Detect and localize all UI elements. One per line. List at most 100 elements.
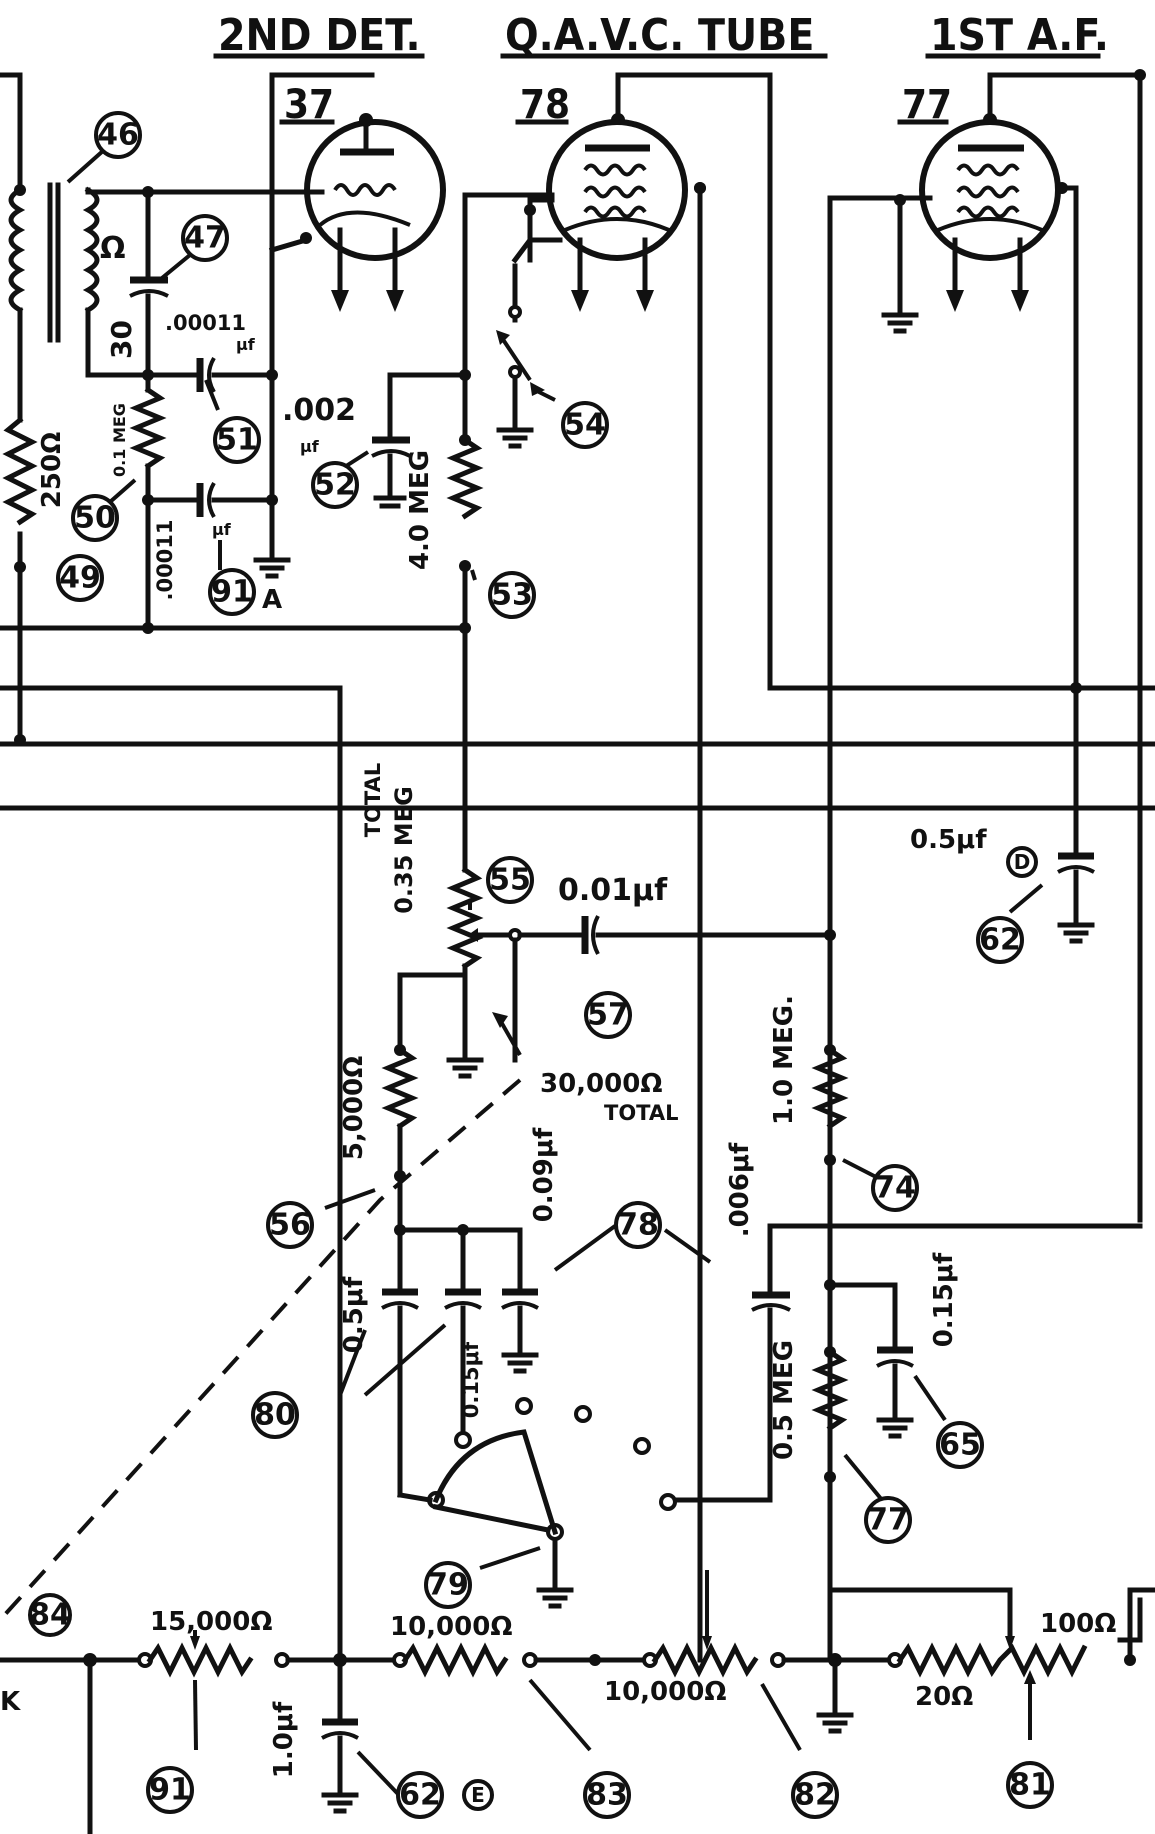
label-uf-small: μf [236, 335, 256, 354]
callout-79: 79 [424, 1561, 472, 1609]
callout-91-bottom-text: 91 [149, 1773, 191, 1808]
callout-82: 82 [791, 1771, 839, 1819]
callout-62-top-text: 62 [979, 923, 1021, 958]
bottom-resistor-chain [0, 1587, 1155, 1834]
callout-62-bottom-text: 62 [399, 1778, 441, 1813]
resistor-53: 4.0 MEG [405, 372, 484, 634]
tube-77: 77 [881, 69, 1146, 1223]
label-05uf-80: 0.5μf [339, 1276, 369, 1353]
label-05uf-d: 0.5μf [910, 825, 987, 855]
callout-84: 84 [28, 1593, 72, 1637]
label-10000-ohm-a: 10,000Ω [390, 1612, 512, 1642]
label-035-meg: 0.35 MEG [390, 786, 418, 914]
label-total-30000: TOTAL [604, 1101, 679, 1125]
label-40-meg: 4.0 MEG [405, 450, 435, 570]
switch-54 [496, 315, 556, 449]
resistor-56: 5,000Ω [339, 1044, 419, 1233]
label-015uf-80: 0.15μf [459, 1341, 483, 1418]
label-20-ohm: 20Ω [915, 1682, 973, 1712]
label-002: .002 [282, 393, 356, 428]
switch-79 [397, 1397, 651, 1609]
capacitor-62-d: 0.5μf D [910, 825, 1095, 944]
callout-53-text: 53 [491, 578, 533, 613]
callout-54-text: 54 [564, 408, 606, 443]
label-15000-ohm: 15,000Ω [150, 1607, 272, 1637]
label-10-meg: 1.0 MEG. [769, 995, 799, 1125]
callout-49-text: 49 [59, 561, 101, 596]
callout-47-text: 47 [184, 221, 226, 256]
callout-74: 74 [871, 1164, 919, 1212]
resistor-74: 1.0 MEG. [769, 932, 879, 1229]
callout-81: 81 [1006, 1761, 1054, 1809]
callout-54: 54 [561, 401, 609, 449]
header-qavc-tube: Q.A.V.C. TUBE [500, 10, 828, 61]
bus-lines [0, 625, 1155, 1663]
callout-47: 47 [181, 214, 229, 262]
label-30000-ohm: 30,000Ω [540, 1069, 662, 1099]
callout-79-text: 79 [427, 1568, 469, 1603]
label-10uf: 1.0μf [269, 1701, 299, 1778]
header-1st-af-text: 1ST A.F. [930, 10, 1109, 61]
capacitor-10uf: 1.0μf [269, 1657, 359, 1814]
label-015uf-65: 0.15μf [929, 1252, 959, 1347]
callout-49: 49 [56, 554, 104, 602]
label-omega: Ω [100, 231, 126, 266]
callout-51-text: 51 [216, 423, 258, 458]
callout-83: 83 [583, 1771, 631, 1819]
callout-46-text: 46 [97, 118, 139, 153]
label-10000-ohm-b: 10,000Ω [604, 1677, 726, 1707]
callout-62-top: 62 [976, 916, 1024, 964]
callout-91-top-text: 91 [211, 575, 253, 610]
resistor-77: 0.5 MEG [769, 1282, 884, 1593]
header-1st-af: 1ST A.F. [925, 10, 1109, 61]
capacitor-52 [371, 436, 411, 509]
callout-81-text: 81 [1009, 1768, 1051, 1803]
capacitor-05-80: 0.5μf [339, 1227, 419, 1498]
header-2nd-det: 2ND DET. [213, 10, 425, 61]
callout-84-text: 84 [29, 1598, 71, 1633]
callout-57-text: 57 [587, 998, 629, 1033]
callout-leaders [66, 148, 802, 1796]
callout-78: 78 [614, 1201, 662, 1249]
label-00011: .00011 [165, 311, 246, 335]
callout-53: 53 [488, 571, 536, 619]
callout-65: 65 [936, 1421, 984, 1469]
label-k: K [0, 1687, 21, 1717]
label-uf-52: μf [300, 437, 320, 456]
callout-e: E [462, 1779, 494, 1811]
callout-52: 52 [311, 461, 359, 509]
label-thirty: 30 [105, 320, 138, 359]
capacitor-009-78: 0.09μf [501, 1127, 559, 1374]
label-uf-91: μf [212, 520, 232, 539]
callout-55-text: 55 [489, 863, 531, 898]
label-01-meg: 0.1 MEG [110, 403, 129, 477]
callout-51: 51 [213, 416, 261, 464]
label-100-ohm: 100Ω [1040, 1609, 1116, 1639]
callout-57: 57 [584, 991, 632, 1039]
callout-91-top: 91 [208, 568, 256, 616]
tube-78: 78 [508, 72, 773, 691]
potentiometer-55: TOTAL 0.35 MEG [361, 763, 522, 1079]
callout-50-text: 50 [74, 501, 116, 536]
label-total-035: TOTAL [361, 763, 385, 838]
resistor-250-ohm: 250Ω [2, 416, 67, 743]
label-d: D [1014, 850, 1031, 874]
callout-46: 46 [94, 111, 142, 159]
label-006uf: .006μf [725, 1142, 755, 1237]
label-5000-ohm: 5,000Ω [339, 1056, 369, 1160]
callout-56-text: 56 [269, 1208, 311, 1243]
tube-37: 37 [268, 72, 446, 312]
callout-65-text: 65 [939, 1428, 981, 1463]
callout-74-text: 74 [874, 1171, 916, 1206]
capacitor-015-80: 0.15μf [444, 1227, 483, 1443]
header-qavc-text: Q.A.V.C. TUBE [505, 10, 814, 61]
callout-e-text: E [471, 1783, 485, 1807]
callout-78-text: 78 [617, 1208, 659, 1243]
header-2nd-det-text: 2ND DET. [218, 10, 421, 61]
capacitor-47: Ω 30 .00011 μf [100, 189, 256, 378]
callout-80-text: 80 [254, 1398, 296, 1433]
callout-62-bottom: 62 [396, 1771, 444, 1819]
label-001uf: 0.01μf [558, 873, 668, 908]
callout-56: 56 [266, 1201, 314, 1249]
